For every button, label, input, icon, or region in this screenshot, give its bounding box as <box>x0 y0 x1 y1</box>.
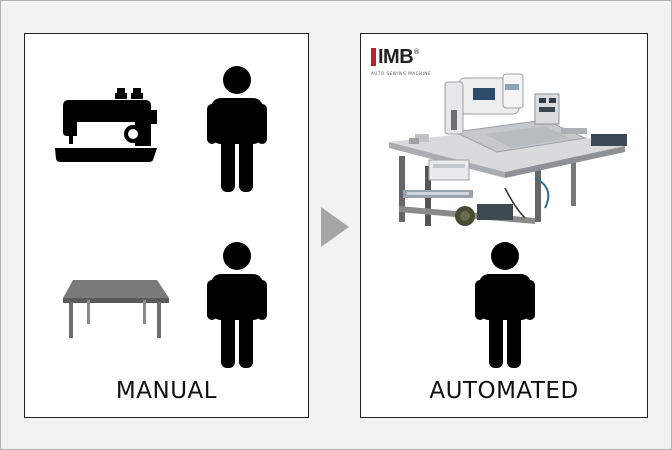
worker-icon <box>207 242 267 368</box>
logo-text: IMB <box>378 46 414 68</box>
logo-registered-mark: ® <box>413 48 421 56</box>
worker-icon <box>475 242 535 368</box>
automated-panel: IMB® AUTO SEWING MACHINE <box>360 33 648 418</box>
worker-icon <box>207 66 267 192</box>
table-icon <box>63 280 169 338</box>
automated-sewing-machine-image <box>389 73 627 226</box>
manual-caption: MANUAL <box>115 378 218 404</box>
logo-tagline: AUTO SEWING MACHINE <box>371 71 432 76</box>
sewing-machine-icon <box>55 88 157 162</box>
automated-caption: AUTOMATED <box>429 378 579 404</box>
arrow-right-icon <box>321 207 349 247</box>
brand-logo: IMB® AUTO SEWING MACHINE <box>371 46 432 76</box>
logo-bar <box>371 48 376 66</box>
manual-panel: MANUAL <box>24 33 309 418</box>
